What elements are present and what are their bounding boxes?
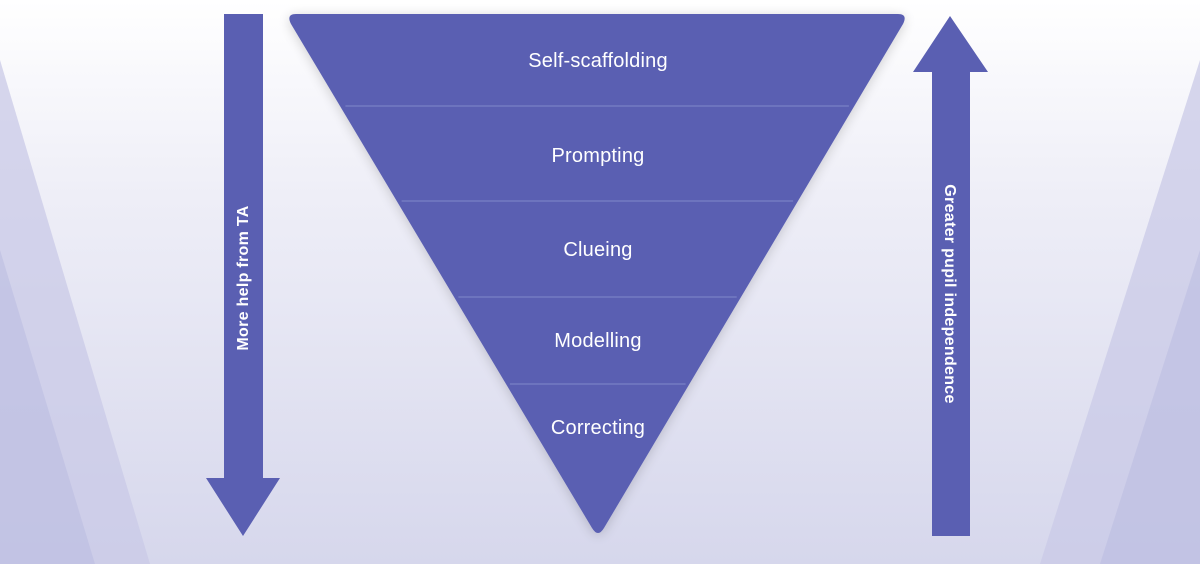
right-arrow: Greater pupil independence <box>913 16 988 536</box>
level-label-clueing: Clueing <box>563 239 632 261</box>
level-label-correcting: Correcting <box>551 417 645 439</box>
down-arrow-icon <box>206 14 280 536</box>
background-decoration <box>0 60 1200 564</box>
level-label-prompting: Prompting <box>552 145 645 167</box>
pyramid-dividers <box>345 105 849 385</box>
left-arrow: More help from TA <box>206 14 280 536</box>
right-arrow-label: Greater pupil independence <box>941 184 958 403</box>
pyramid-shape <box>289 14 905 533</box>
inverted-pyramid: Self-scaffolding Prompting Clueing Model… <box>289 14 905 533</box>
pyramid-labels: Self-scaffolding Prompting Clueing Model… <box>528 50 668 439</box>
up-arrow-icon <box>913 16 988 536</box>
left-arrow-label: More help from TA <box>235 205 252 350</box>
level-label-self-scaffolding: Self-scaffolding <box>528 50 668 72</box>
background-shape-left-inner <box>0 250 95 564</box>
background-shape-right-inner <box>1100 250 1200 564</box>
level-label-modelling: Modelling <box>554 330 641 352</box>
